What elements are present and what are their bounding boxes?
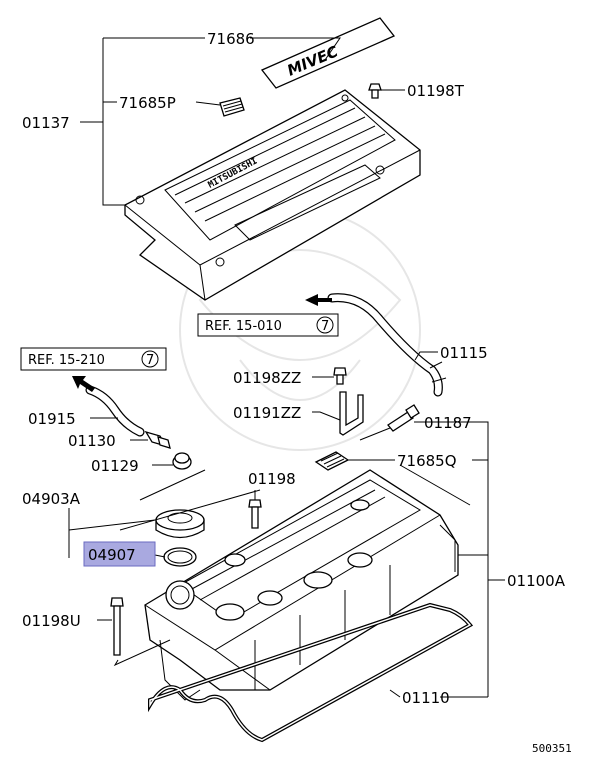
- label-01115[interactable]: 01115: [440, 344, 488, 362]
- rocker-cover[interactable]: [144, 469, 459, 701]
- label-01110[interactable]: 01110: [402, 689, 450, 707]
- label-01187[interactable]: 01187: [424, 414, 472, 432]
- label-01198u[interactable]: 01198U: [22, 612, 81, 630]
- label-04907[interactable]: 04907: [88, 546, 136, 564]
- label-01137[interactable]: 01137: [22, 114, 70, 132]
- mivec-nameplate[interactable]: MIVEC: [260, 17, 396, 89]
- reference-15-010-circle-number: 7: [321, 319, 329, 334]
- pcv-hose[interactable]: [327, 293, 447, 397]
- label-01198zz[interactable]: 01198ZZ: [233, 369, 301, 387]
- flow-arrow-ref2: [72, 376, 95, 392]
- rocker-cover-gasket[interactable]: [148, 602, 474, 743]
- label-plate-71685p[interactable]: [219, 97, 245, 117]
- flow-arrow-ref1: [305, 294, 332, 306]
- label-01191zz[interactable]: 01191ZZ: [233, 404, 301, 422]
- part-labels: 71686 71685P 01198T 01137 01115 01198ZZ …: [22, 30, 566, 707]
- label-01198t[interactable]: 01198T: [407, 82, 465, 100]
- label-01100a[interactable]: 01100A: [507, 572, 566, 590]
- label-71685q[interactable]: 71685Q: [397, 452, 457, 470]
- reference-15-010-text: REF. 15-010: [205, 319, 282, 334]
- label-plate-71685q[interactable]: [314, 451, 350, 471]
- label-71685p[interactable]: 71685P: [119, 94, 176, 112]
- engine-cover[interactable]: MITSUBISHI: [124, 89, 421, 301]
- highlight-box-04907: [83, 541, 156, 567]
- reference-15-210-circle-number: 7: [146, 353, 154, 368]
- hose-fitting-01130[interactable]: [144, 430, 171, 449]
- reference-15-010[interactable]: REF. 15-010 7: [197, 313, 339, 337]
- label-01129[interactable]: 01129: [91, 457, 139, 475]
- leader-lines: [68, 37, 505, 698]
- breather-hose-01915[interactable]: [85, 385, 145, 437]
- bolt-01198[interactable]: [248, 499, 262, 529]
- label-01130[interactable]: 01130: [68, 432, 116, 450]
- bolt-01198t[interactable]: [368, 83, 382, 99]
- reference-15-210-text: REF. 15-210: [28, 353, 105, 368]
- bolt-01198zz[interactable]: [333, 367, 347, 385]
- label-04903a[interactable]: 04903A: [22, 490, 81, 508]
- label-01915[interactable]: 01915: [28, 410, 76, 428]
- drawing-code: 500351: [532, 742, 572, 755]
- label-71686[interactable]: 71686: [207, 30, 255, 48]
- oil-cap-gasket[interactable]: [163, 547, 197, 567]
- label-01198[interactable]: 01198: [248, 470, 296, 488]
- bolt-01198u[interactable]: [110, 597, 124, 656]
- grommet-01129[interactable]: [172, 452, 192, 470]
- bracket-01191zz[interactable]: [339, 391, 364, 436]
- oil-filler-cap[interactable]: [155, 509, 205, 539]
- reference-15-210[interactable]: REF. 15-210 7: [20, 347, 167, 371]
- pcv-valve-01187[interactable]: [387, 404, 420, 432]
